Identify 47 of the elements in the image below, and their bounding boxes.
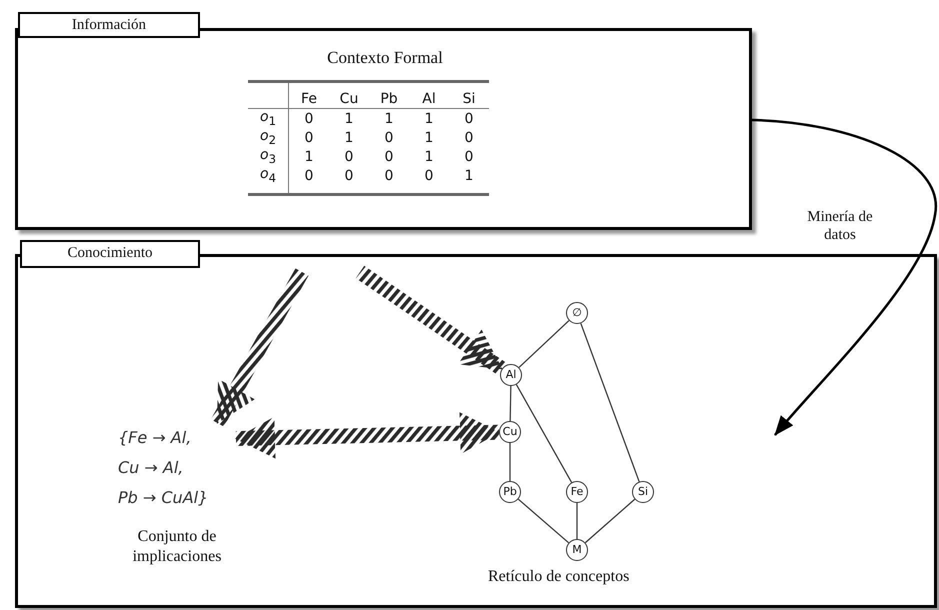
striped-arrow xyxy=(210,268,309,427)
table-value: 1 xyxy=(288,147,329,166)
implication-formula: {Fe → Al, Cu → Al, Pb → CuAl} xyxy=(118,427,210,509)
connector-line xyxy=(510,386,512,422)
object-label: o$_{1}$ xyxy=(248,108,288,128)
table-value: 0 xyxy=(449,108,489,128)
connector-line xyxy=(516,384,572,483)
object-label: o$_{4}$ xyxy=(248,166,288,194)
caption-text: Retículo de conceptos xyxy=(488,568,630,586)
table-value: 1 xyxy=(424,148,434,166)
connector-line xyxy=(518,498,570,544)
table-value: 0 xyxy=(369,166,409,194)
connector-line xyxy=(576,503,578,539)
striped-arrow xyxy=(356,266,506,375)
striped-arrow xyxy=(235,412,500,459)
object-label: o$_{3}$ xyxy=(248,147,288,166)
table-value: 0 xyxy=(329,166,369,194)
object-label: o$_{2}$ xyxy=(248,128,288,147)
connector-line xyxy=(509,443,511,481)
table-value: 1 xyxy=(329,108,369,128)
table-value: 0 xyxy=(464,148,474,166)
panel-tab: Información xyxy=(18,12,200,38)
table-value: 0 xyxy=(384,148,394,166)
table-value: 0 xyxy=(344,148,354,166)
attribute-header: Pb xyxy=(369,82,409,108)
attribute-header: Cu xyxy=(329,82,369,108)
connector-line xyxy=(580,323,640,482)
table-value: 0 xyxy=(288,166,329,194)
table-value: 1 xyxy=(449,166,489,194)
curved-arrow xyxy=(752,118,937,436)
table-value: 0 xyxy=(409,166,449,194)
table-value: 0 xyxy=(464,128,474,147)
table-value: 0 xyxy=(288,108,329,128)
connector-line xyxy=(584,498,636,544)
table-value: 1 xyxy=(344,128,354,147)
table-value: 0 xyxy=(288,128,329,147)
attribute-header: Al xyxy=(409,82,449,108)
table-value: 1 xyxy=(409,108,449,128)
connector-line xyxy=(518,320,570,368)
caption-text: Conjunto de implicaciones xyxy=(132,527,222,567)
attribute-header: Fe xyxy=(288,82,329,108)
panel-tab: Conocimiento xyxy=(20,240,200,268)
table-value: 1 xyxy=(424,128,434,147)
table-value: 1 xyxy=(369,108,409,128)
panel-heading: Contexto Formal xyxy=(326,48,444,68)
table-value: 0 xyxy=(384,128,394,147)
attribute-header: Si xyxy=(449,82,489,108)
